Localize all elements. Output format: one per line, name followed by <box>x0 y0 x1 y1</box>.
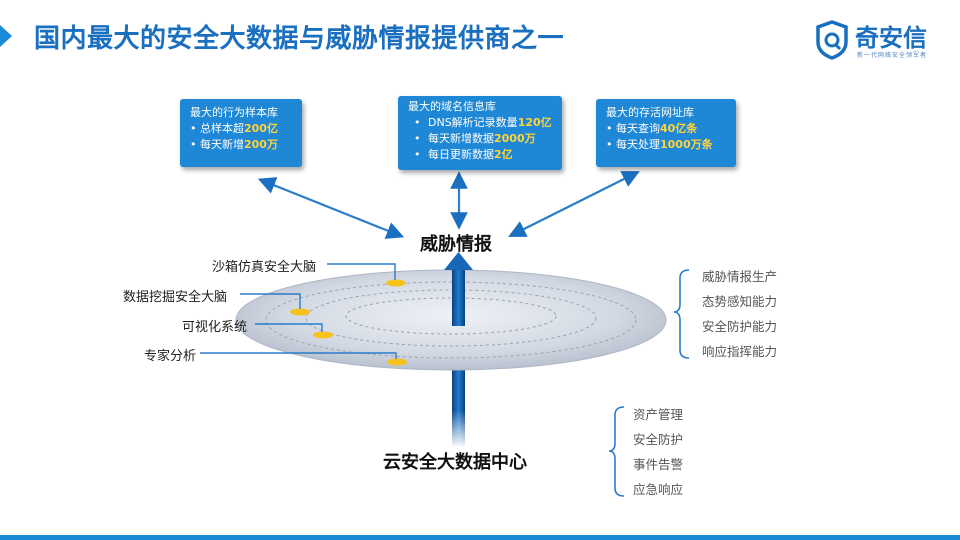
box-heading: 最大的域名信息库 <box>408 100 496 113</box>
node-expert <box>387 358 407 366</box>
box-item: •每天处理1000万条 <box>606 138 713 151</box>
list-item: 安全防护能力 <box>702 319 778 334</box>
item-highlight: 2亿 <box>494 148 513 161</box>
capability-list: 威胁情报生产 态势感知能力 安全防护能力 响应指挥能力 <box>702 264 777 364</box>
brace-lower <box>608 406 625 497</box>
node-sandbox <box>386 279 406 287</box>
list-item: 事件告警 <box>633 457 684 472</box>
item-highlight: 2000万 <box>494 132 536 145</box>
bottom-bar <box>0 535 960 540</box>
data-disc <box>235 269 667 371</box>
label-expert: 专家分析 <box>144 349 197 364</box>
item-text: 每天新增 <box>200 138 244 151</box>
title-marker <box>0 25 12 47</box>
item-highlight: 200亿 <box>244 122 278 135</box>
upper-shaft <box>452 268 465 326</box>
page-title: 国内最大的安全大数据与威胁情报提供商之一 <box>34 24 565 54</box>
item-text: DNS解析记录数量 <box>428 116 518 129</box>
brace-upper <box>673 269 690 359</box>
item-highlight: 200万 <box>244 138 278 151</box>
arrow-left <box>257 177 405 239</box>
label-sandbox: 沙箱仿真安全大脑 <box>212 260 317 275</box>
list-item: 威胁情报生产 <box>702 269 778 284</box>
item-text: 每天新增数据 <box>428 132 494 145</box>
box-item: •每天查询40亿条 <box>606 122 698 135</box>
logo: 奇安信 新一代网络安全领军者 <box>815 18 950 64</box>
item-highlight: 1000万条 <box>660 138 713 151</box>
box-item: •每天新增数据2000万 <box>414 132 536 145</box>
item-highlight: 120亿 <box>517 116 552 129</box>
box-heading: 最大的行为样本库 <box>190 106 278 119</box>
item-text: 每天处理 <box>616 138 660 151</box>
leader-sandbox <box>327 263 396 280</box>
info-box-behavior-samples: 最大的行为样本库 •总样本超200亿 •每天新增200万 <box>180 99 302 167</box>
box-heading: 最大的存活网址库 <box>606 106 694 119</box>
arrow-right <box>508 171 640 237</box>
up-arrow-head <box>444 252 473 270</box>
logo-subtitle: 新一代网络安全领军者 <box>857 52 928 59</box>
label-visualization: 可视化系统 <box>182 320 248 335</box>
box-item: •DNS解析记录数量120亿 <box>414 116 552 129</box>
list-item: 资产管理 <box>633 407 684 422</box>
item-text: 总样本超 <box>200 122 244 135</box>
list-item: 安全防护 <box>633 432 684 447</box>
box-item: •每天新增200万 <box>190 138 278 151</box>
item-text: 每日更新数据 <box>428 148 494 161</box>
item-text: 每天查询 <box>616 122 660 135</box>
list-item: 响应指挥能力 <box>702 344 778 359</box>
leader-datamining <box>240 293 301 309</box>
list-item: 应急响应 <box>633 482 684 497</box>
box-item: •每日更新数据2亿 <box>414 148 513 161</box>
shield-logo-icon <box>816 20 848 60</box>
list-item: 态势感知能力 <box>702 294 778 309</box>
item-highlight: 40亿条 <box>660 122 698 135</box>
info-box-live-urls: 最大的存活网址库 •每天查询40亿条 •每天处理1000万条 <box>596 99 736 167</box>
service-list: 资产管理 安全防护 事件告警 应急响应 <box>633 402 683 502</box>
cloud-datacenter-label: 云安全大数据中心 <box>383 452 527 473</box>
label-datamining: 数据挖掘安全大脑 <box>123 290 228 305</box>
threat-intel-label: 威胁情报 <box>420 234 492 255</box>
box-item: •总样本超200亿 <box>190 122 278 135</box>
info-box-domain-info: 最大的域名信息库 •DNS解析记录数量120亿 •每天新增数据2000万 •每日… <box>398 96 562 170</box>
leader-expert <box>200 352 397 359</box>
logo-text: 奇安信 <box>855 24 927 52</box>
node-datamining <box>290 308 310 316</box>
node-visual <box>313 331 333 339</box>
leader-visual <box>255 323 323 332</box>
